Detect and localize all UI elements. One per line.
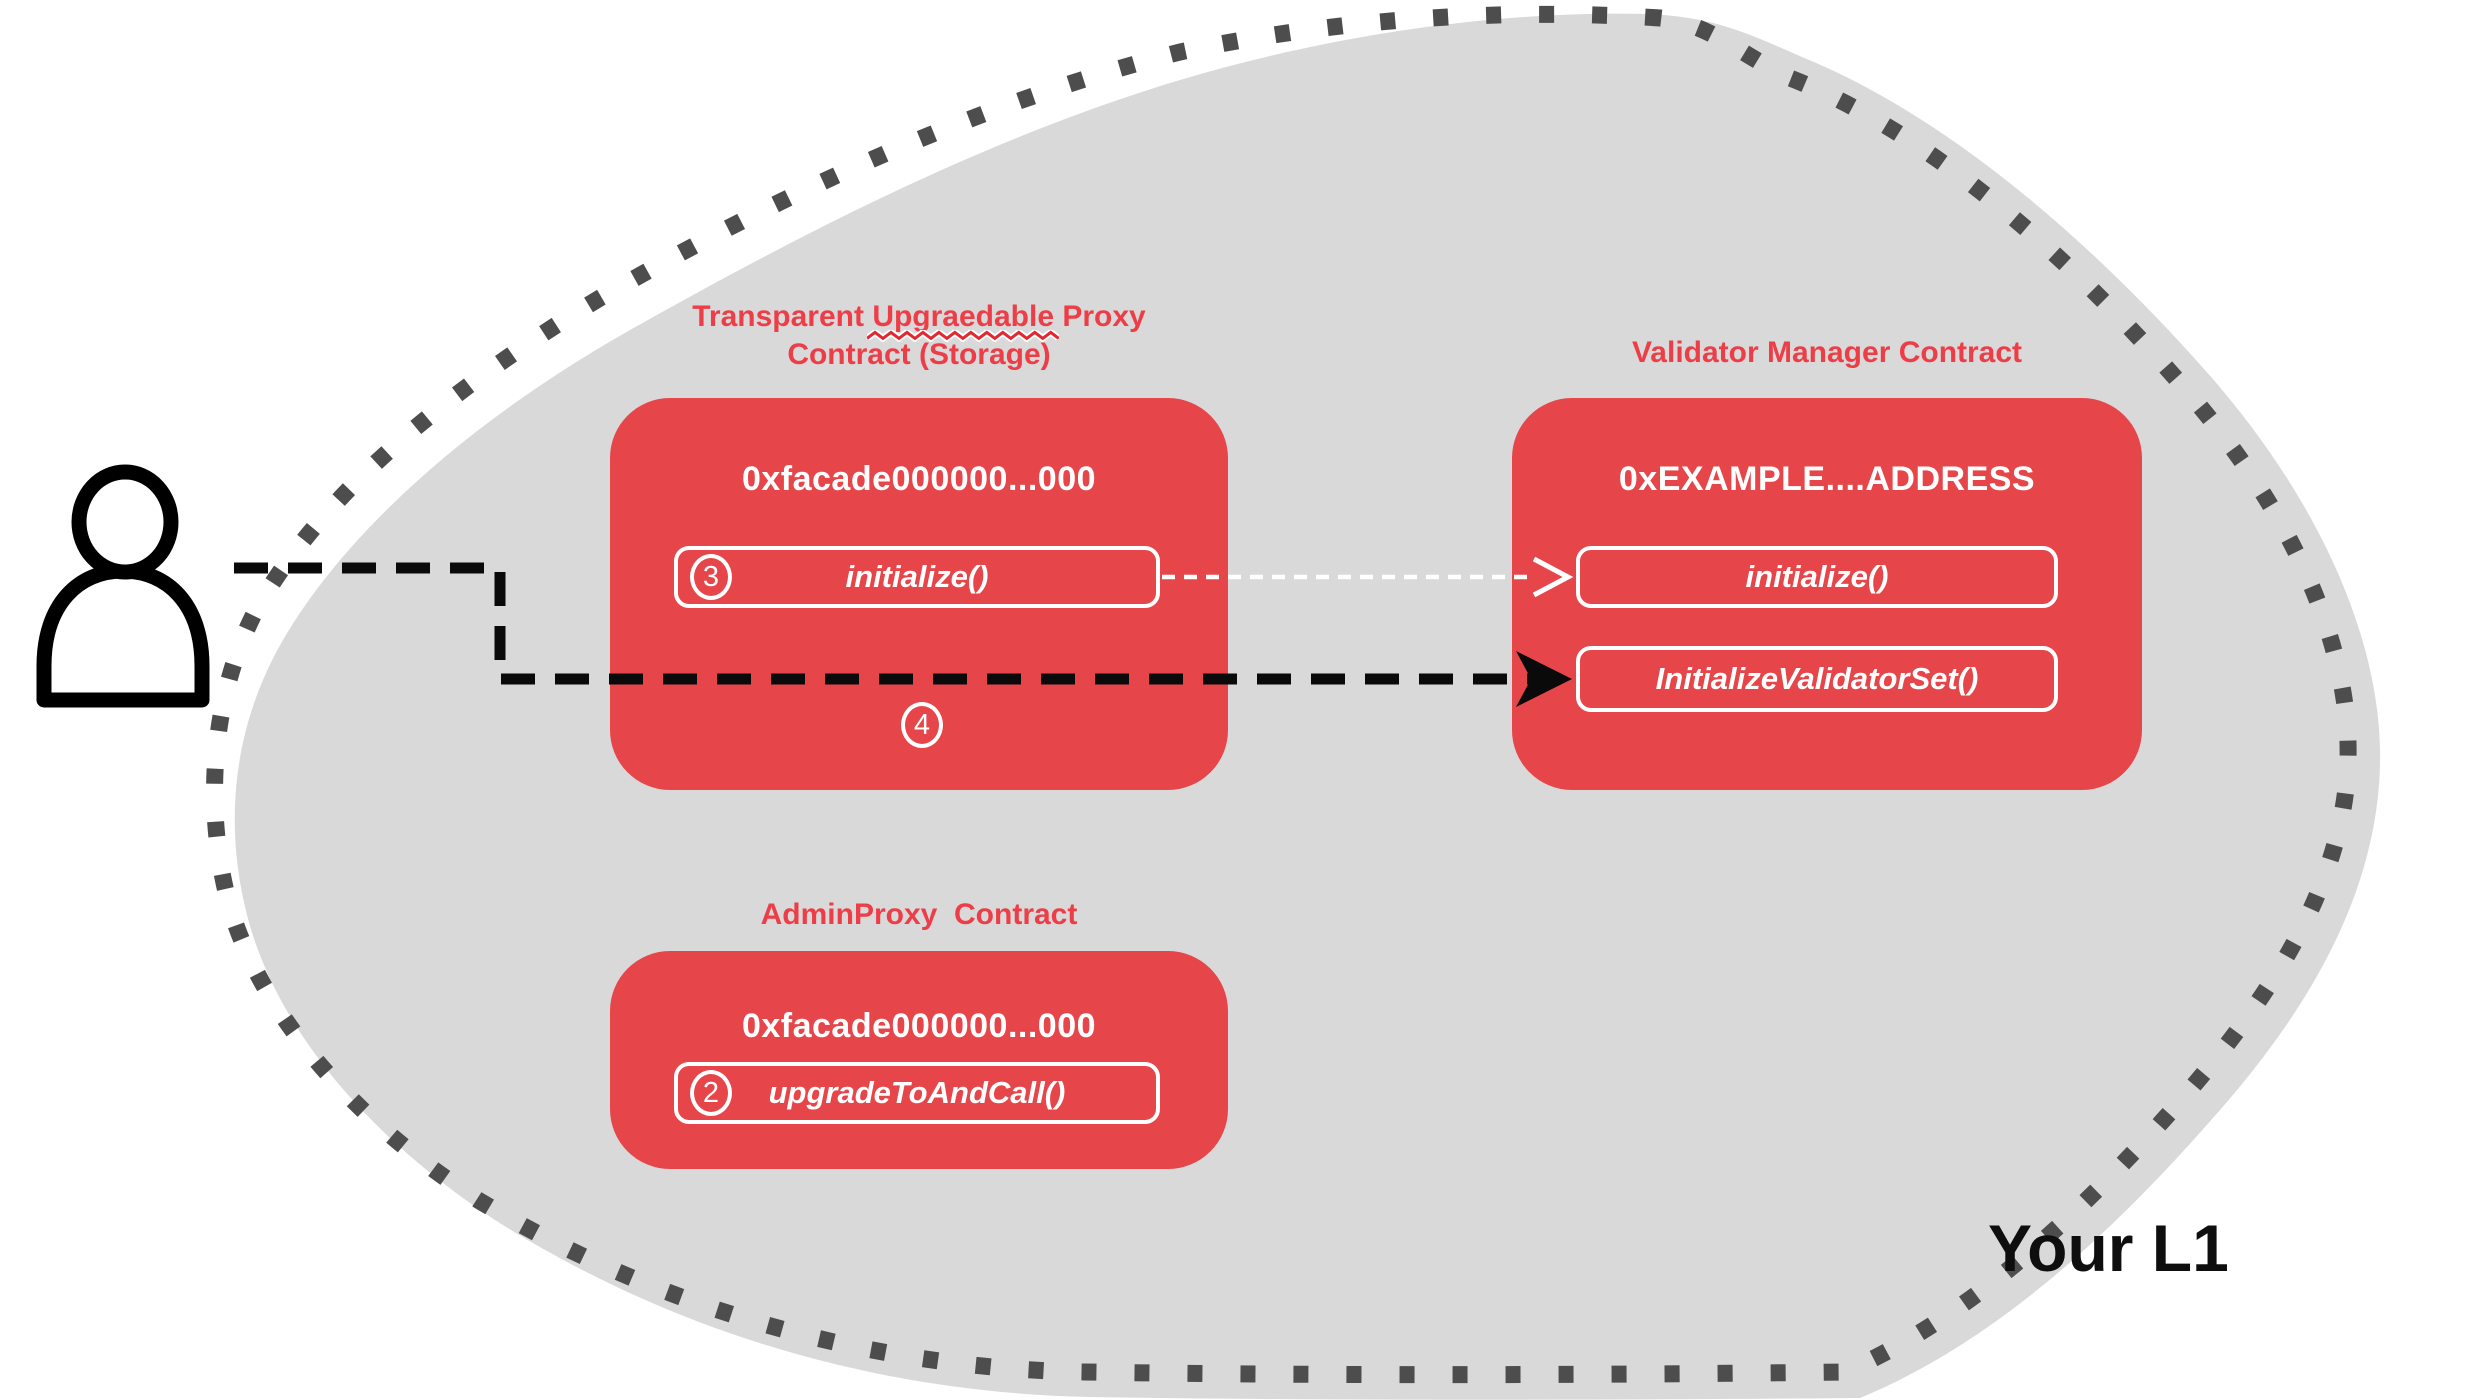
vmc-initialize-function: initialize() bbox=[1576, 546, 2058, 608]
admin-proxy-contract-box: 0xfacade000000...000 bbox=[610, 951, 1228, 1169]
title-text: Contract (Storage) bbox=[787, 338, 1051, 371]
admin-proxy-title: AdminProxy Contract bbox=[760, 898, 1078, 931]
validator-manager-address: 0xEXAMPLE....ADDRESS bbox=[1618, 460, 2036, 498]
admin-proxy-upgrade-function: 2 upgradeToAndCall() bbox=[674, 1062, 1160, 1124]
spellcheck-squiggle-icon bbox=[867, 330, 1060, 342]
user-icon bbox=[36, 464, 210, 708]
step-4-badge: 4 bbox=[901, 702, 943, 748]
transparent-proxy-address: 0xfacade000000...000 bbox=[741, 460, 1097, 498]
step-2-badge: 2 bbox=[690, 1070, 732, 1116]
misspelled-word: Upgraedable bbox=[867, 298, 1060, 342]
title-text: Proxy bbox=[1054, 300, 1146, 333]
validator-manager-title: Validator Manager Contract bbox=[1631, 336, 2023, 369]
title-text: Upgraedable bbox=[872, 300, 1055, 333]
function-label: InitializeValidatorSet() bbox=[1655, 661, 1979, 696]
function-label: initialize() bbox=[845, 559, 989, 594]
admin-proxy-address: 0xfacade000000...000 bbox=[741, 1007, 1097, 1045]
vmc-initialize-validator-set-function: InitializeValidatorSet() bbox=[1576, 646, 2058, 712]
proxy-initialize-function: 3 initialize() bbox=[674, 546, 1160, 608]
function-label: initialize() bbox=[1745, 559, 1889, 594]
validator-manager-contract-box: 0xEXAMPLE....ADDRESS bbox=[1512, 398, 2142, 790]
title-text: Transparent bbox=[692, 300, 873, 333]
your-l1-label: Your L1 bbox=[1988, 1211, 2229, 1285]
function-label: upgradeToAndCall() bbox=[768, 1075, 1066, 1110]
